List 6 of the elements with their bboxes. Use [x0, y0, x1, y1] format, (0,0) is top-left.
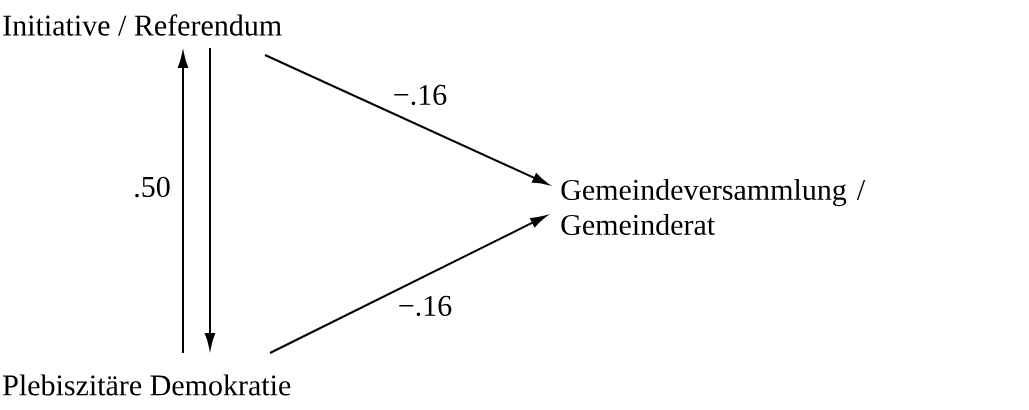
node-label: Plebiszitäre Demokratie — [3, 374, 291, 396]
edge-label: −.16 — [396, 294, 454, 318]
node-label: Initiative / Referendum — [3, 14, 282, 36]
node-label: Gemeindeversammlung / Gemeinderat — [561, 178, 866, 236]
edge-label: .50 — [132, 175, 172, 199]
arrow — [269, 215, 547, 354]
